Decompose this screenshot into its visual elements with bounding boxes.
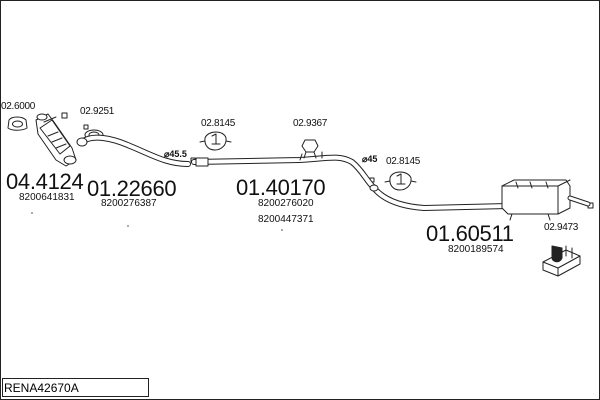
dot-marker [127, 225, 129, 227]
oem-number-middle-pipe-1: 8200276020 [258, 198, 314, 209]
reference-code: RENA42670A [4, 381, 79, 395]
dot-marker [281, 229, 283, 231]
rubber-hanger-icon [199, 131, 232, 151]
clamp-marker-icon [61, 112, 68, 119]
accessory-number: 02.9367 [293, 118, 328, 129]
accessory-number: 02.8145 [201, 118, 236, 129]
rear-silencer-icon [501, 179, 591, 221]
tail-pipe-icon [369, 184, 511, 211]
mounting-bracket-icon [301, 139, 319, 159]
front-pipe-icon [76, 134, 191, 167]
part-number-front-pipe: 01.22660 [87, 176, 177, 201]
middle-pipe-icon [191, 151, 377, 191]
pipe-diameter-label: ⌀45.5 [164, 149, 187, 159]
catalytic-converter-icon [35, 113, 77, 167]
oem-number-front-pipe: 8200276387 [101, 198, 157, 209]
part-number-rear-silencer: 01.60511 [426, 221, 514, 246]
accessory-number: 02.9251 [80, 106, 115, 117]
rubber-hanger-icon [384, 171, 417, 191]
oem-number-rear-silencer: 8200189574 [448, 244, 504, 255]
dot-marker [31, 212, 33, 214]
part-number-middle-pipe: 01.40170 [236, 175, 326, 200]
gasket-icon [7, 116, 28, 131]
reference-box [2, 378, 149, 397]
part-number-catalyst: 04.4124 [6, 169, 84, 194]
accessory-number: 02.9473 [544, 222, 579, 233]
clamp-marker-icon [83, 124, 89, 130]
accessory-number: 02.6000 [1, 101, 36, 112]
oem-number-catalyst: 8200641831 [19, 192, 75, 203]
oem-number-middle-pipe-2: 8200447371 [258, 214, 314, 225]
accessory-number: 02.8145 [386, 156, 421, 167]
mounting-kit-icon [542, 245, 581, 277]
pipe-diameter-label: ⌀45 [362, 154, 378, 164]
